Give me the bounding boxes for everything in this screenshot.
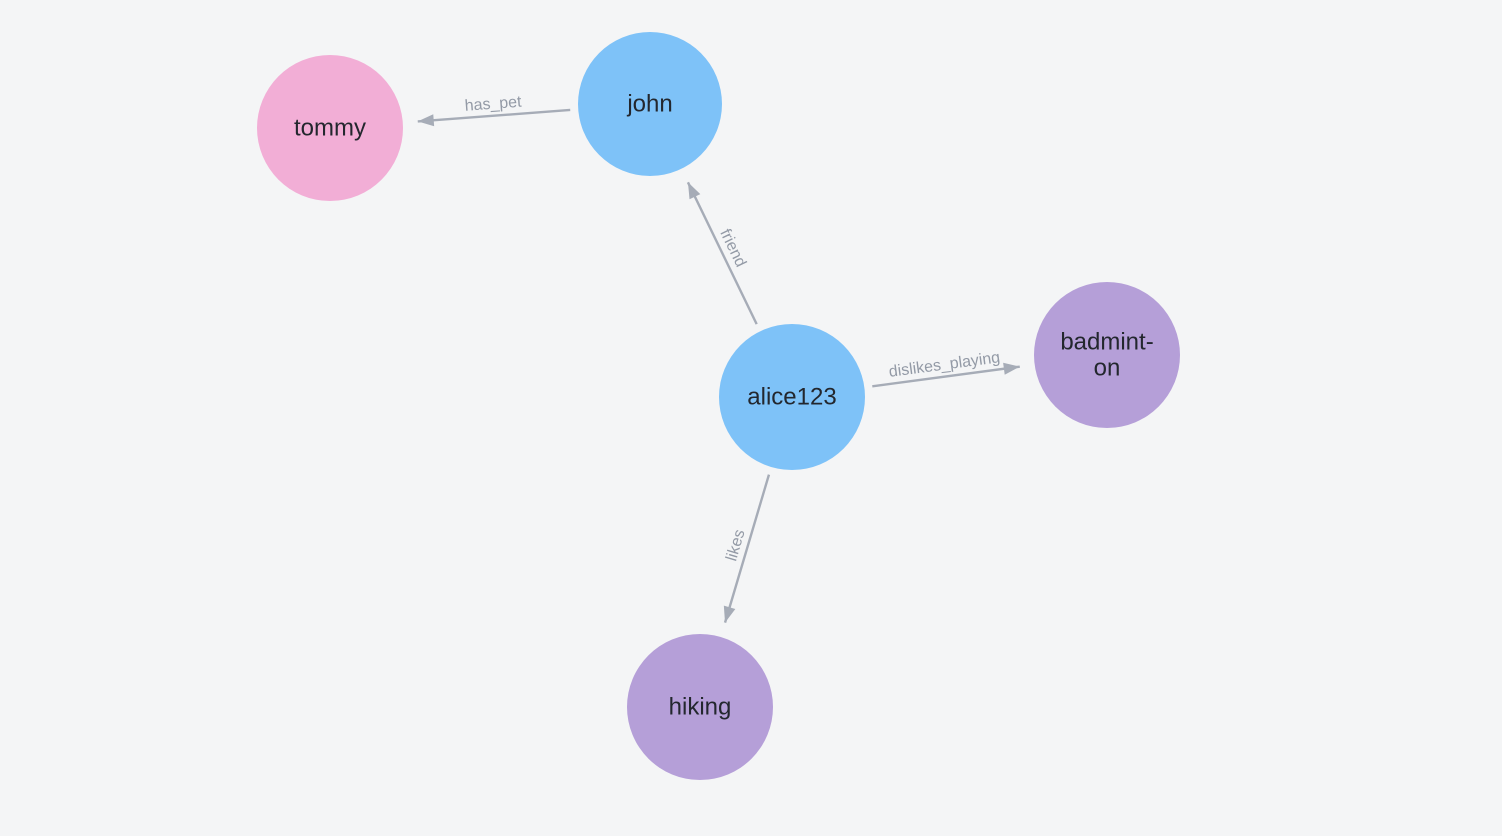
edge-line-alice123-badminton[interactable] <box>872 362 1020 388</box>
node-badminton: badmint-on <box>1034 282 1180 428</box>
node-hiking: hiking <box>627 634 773 780</box>
node-john: john <box>578 32 722 176</box>
edge-alice123-hiking: likes <box>723 474 771 623</box>
edge-john-tommy: has_pet <box>417 94 571 127</box>
node-circle-alice123[interactable] <box>719 324 865 470</box>
node-circle-tommy[interactable] <box>257 55 403 201</box>
edge-alice123-badminton: dislikes_playing <box>872 349 1020 388</box>
node-tommy: tommy <box>257 55 403 201</box>
edge-line-john-tommy[interactable] <box>417 108 571 127</box>
node-circle-john[interactable] <box>578 32 722 176</box>
edge-label-john-tommy[interactable]: has_pet <box>464 94 523 115</box>
edge-alice123-john: friend <box>686 181 758 325</box>
edge-line-alice123-john[interactable] <box>686 181 758 325</box>
edge-line-alice123-hiking[interactable] <box>723 474 771 623</box>
node-circle-hiking[interactable] <box>627 634 773 780</box>
node-circle-badminton[interactable] <box>1034 282 1180 428</box>
node-alice123: alice123 <box>719 324 865 470</box>
